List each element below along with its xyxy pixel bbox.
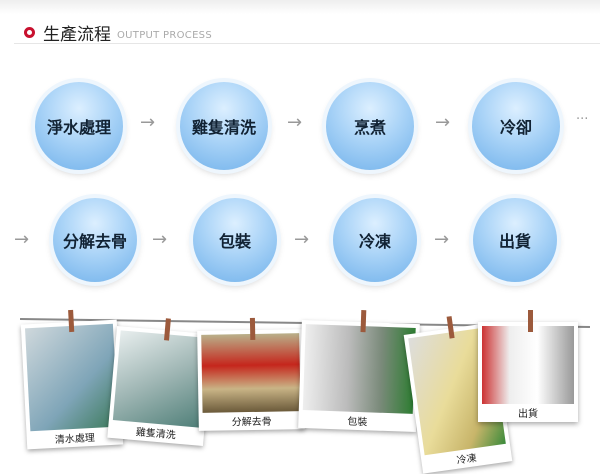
photo-caption: 出貨 (518, 409, 538, 420)
bullet-icon (24, 27, 35, 38)
arrow-icon: → (152, 229, 168, 250)
step-circle: 包裝 (193, 198, 277, 282)
arrow-icon: → (435, 112, 451, 133)
photo-card: 包裝 (298, 310, 420, 433)
step-circle: 分解去骨 (53, 198, 137, 282)
photo-caption: 包裝 (347, 416, 368, 429)
page-title: 生產流程 (43, 25, 111, 45)
photo-card: 出貨 (478, 310, 578, 422)
photo-caption: 分解去骨 (231, 416, 272, 429)
step-circle: 淨水處理 (35, 82, 123, 170)
arrow-icon: → (287, 112, 303, 133)
step-circle: 出貨 (473, 198, 557, 282)
arrow-icon: → (140, 112, 156, 133)
arrow-icon: → (434, 229, 450, 250)
step-circle: 冷卻 (472, 82, 560, 170)
page-subtitle: OUTPUT PROCESS (117, 29, 212, 41)
step-circle: 烹煮 (326, 82, 414, 170)
arrow-icon: → (14, 229, 30, 250)
step-circle: 雞隻清洗 (180, 82, 268, 170)
arrow-icon: → (294, 229, 310, 250)
section-header: 生產流程 OUTPUT PROCESS (14, 22, 600, 45)
top-bar (0, 0, 600, 14)
photo-strip: 清水處理 雞隻清洗 分解去骨 包裝 冷凍 出貨 (0, 300, 600, 474)
photo-card: 分解去骨 (197, 317, 305, 431)
step-circle: 冷凍 (333, 198, 417, 282)
ellipsis-icon: ··· (576, 112, 589, 127)
